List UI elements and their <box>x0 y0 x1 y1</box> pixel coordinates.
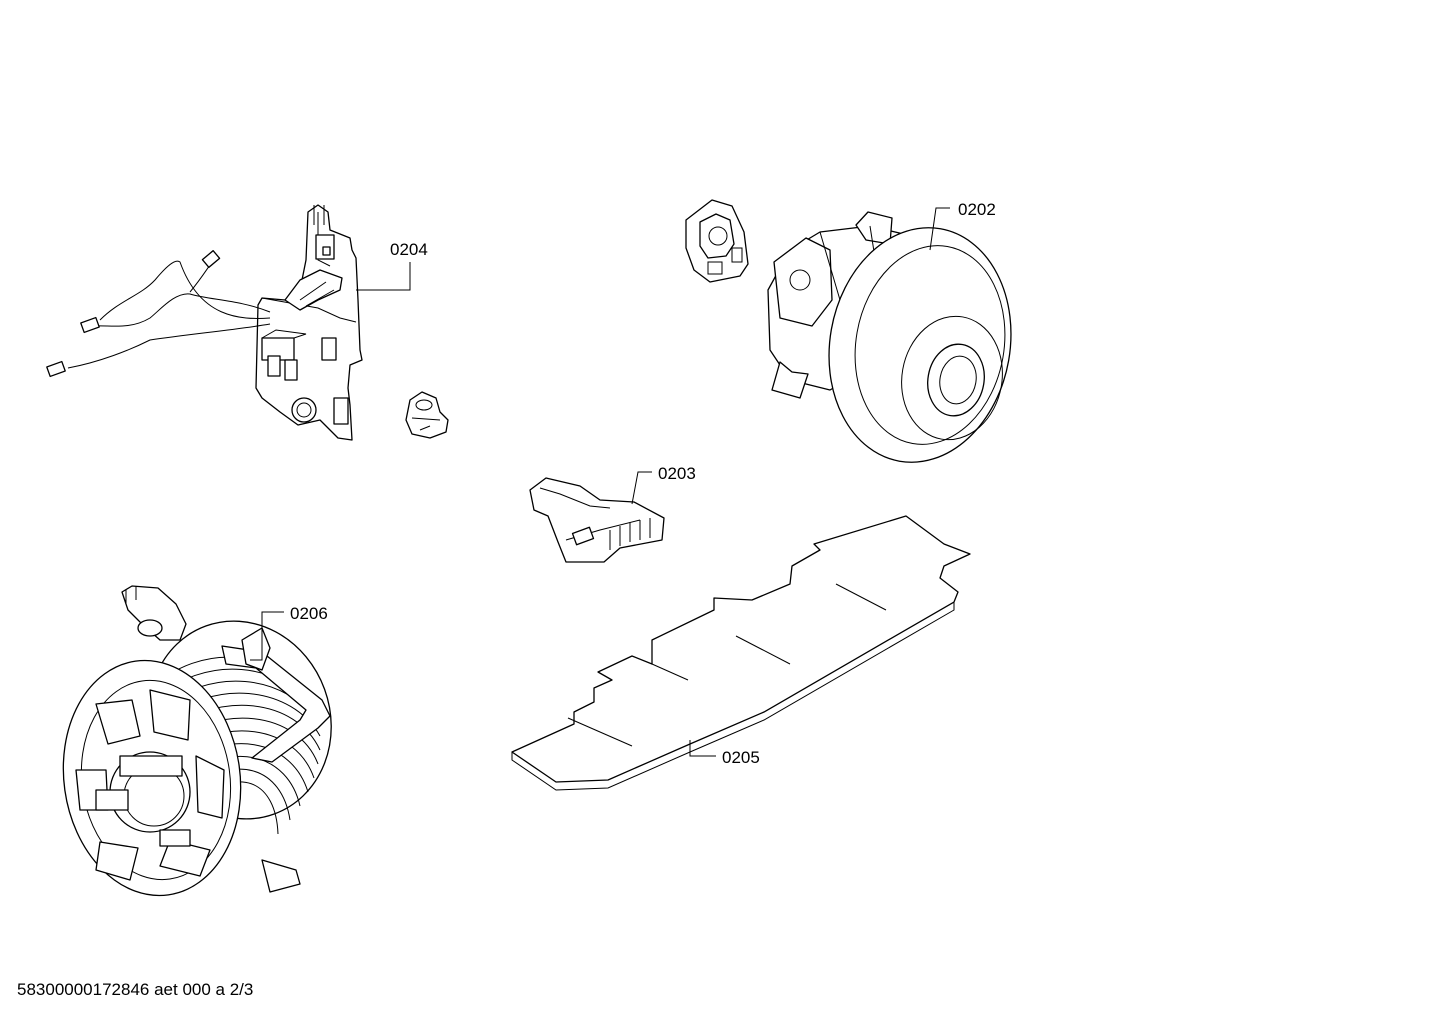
part-0202-motor[interactable] <box>685 199 1029 477</box>
document-footer-code: 58300000172846 aet 000 a 2/3 <box>17 980 254 999</box>
wire-terminal <box>46 250 221 378</box>
part-0203-clip[interactable] <box>529 477 665 563</box>
part-0206-cable-reel[interactable] <box>48 585 358 907</box>
small-connector <box>405 391 449 439</box>
callout-0206: 0206 <box>290 604 328 623</box>
motor-bracket <box>685 199 749 283</box>
callout-0204: 0204 <box>390 240 428 259</box>
power-plug <box>121 585 207 661</box>
callout-0202: 0202 <box>958 200 996 219</box>
part-0204-electronics-module[interactable] <box>46 204 449 441</box>
reel-spokes <box>75 689 225 881</box>
part-0205-seal-pad[interactable] <box>511 515 971 791</box>
callout-0203: 0203 <box>658 464 696 483</box>
callout-0205: 0205 <box>722 748 760 767</box>
